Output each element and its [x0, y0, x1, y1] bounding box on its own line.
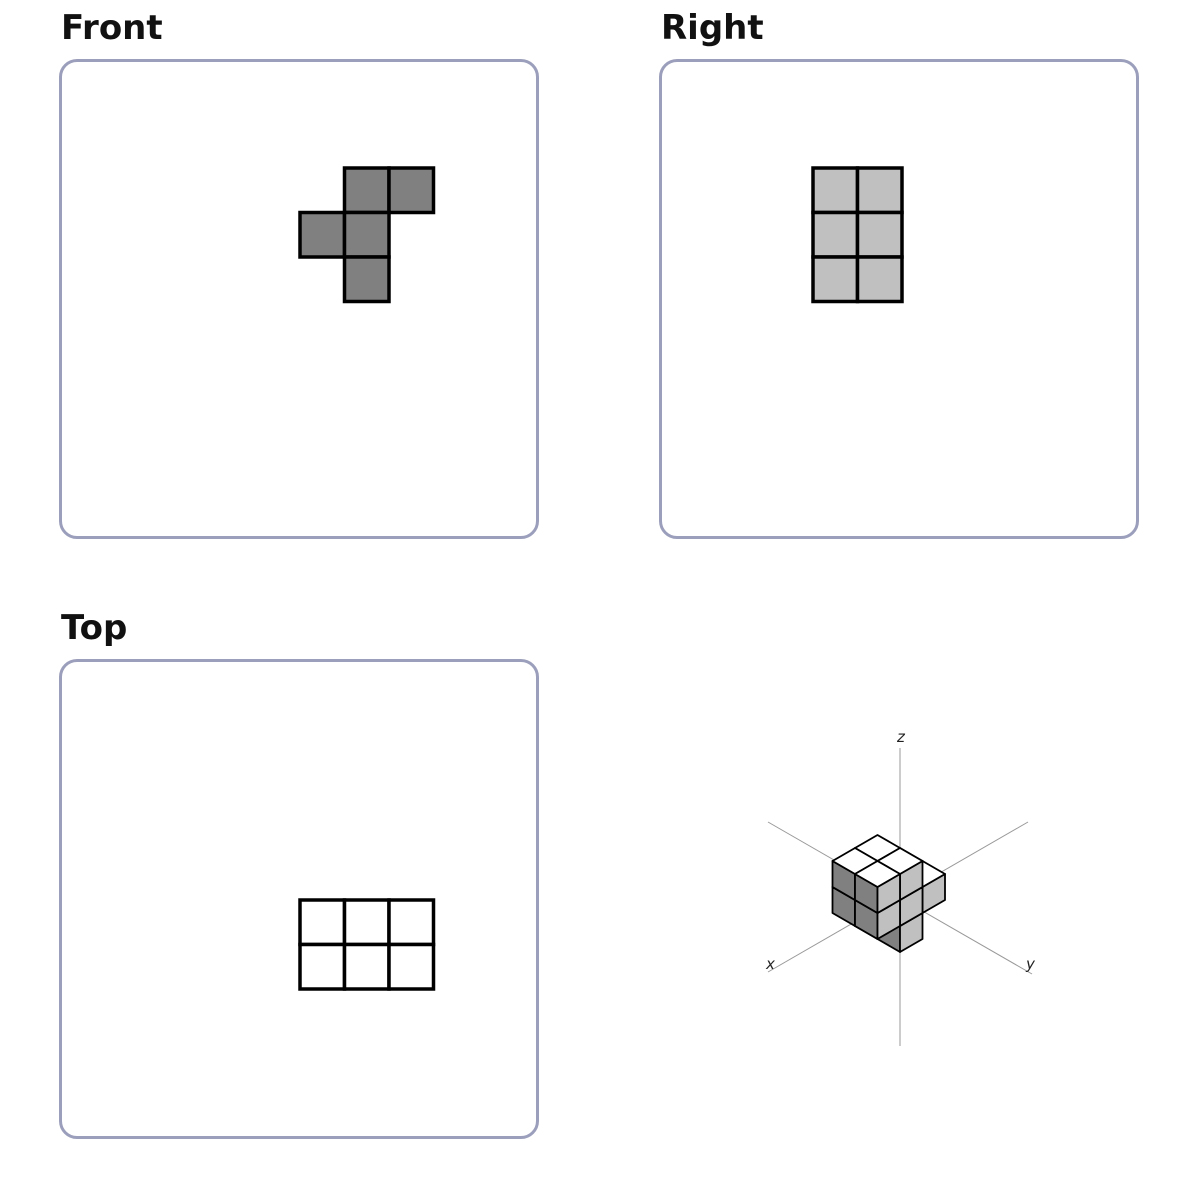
- top-view-cell-4: [298, 942, 347, 991]
- top-view-cell-2: [342, 898, 391, 947]
- right-view-cell-5: [811, 255, 860, 304]
- top-view-title: Top: [61, 608, 128, 648]
- isometric-cubes: [831, 834, 946, 953]
- top-view-drawing: [298, 898, 436, 991]
- isometric-view-drawing: x y z: [765, 728, 1036, 1046]
- iso-cube-top-face: [854, 860, 901, 888]
- iso-cube-12: [854, 860, 901, 914]
- right-view-panel: [659, 59, 1139, 539]
- front-view-cell-1: [342, 166, 391, 215]
- right-view-title: Right: [661, 8, 764, 48]
- front-view-title: Front: [61, 8, 163, 48]
- top-view-cell-5: [342, 942, 391, 991]
- front-view-panel: [59, 59, 539, 539]
- front-view-cell-4: [342, 210, 391, 259]
- top-view-cell-6: [387, 942, 436, 991]
- front-view-cell-5: [342, 255, 391, 304]
- isometric-axis-labels: x y z: [765, 728, 1036, 973]
- right-view-cell-6: [855, 255, 904, 304]
- right-view-cell-2: [855, 166, 904, 215]
- front-view-cell-3: [298, 210, 347, 259]
- front-view-cell-2: [387, 166, 436, 215]
- z-axis-label: z: [896, 728, 906, 746]
- right-view-drawing: [811, 166, 904, 304]
- top-view-cell-3: [387, 898, 436, 947]
- top-view-panel: [59, 659, 539, 1139]
- y-axis-label: y: [1025, 955, 1036, 973]
- right-view-cell-4: [855, 210, 904, 259]
- right-view-cell-1: [811, 166, 860, 215]
- front-view-drawing: [298, 166, 436, 304]
- x-axis-label: x: [765, 955, 775, 973]
- top-view-cell-1: [298, 898, 347, 947]
- right-view-cell-3: [811, 210, 860, 259]
